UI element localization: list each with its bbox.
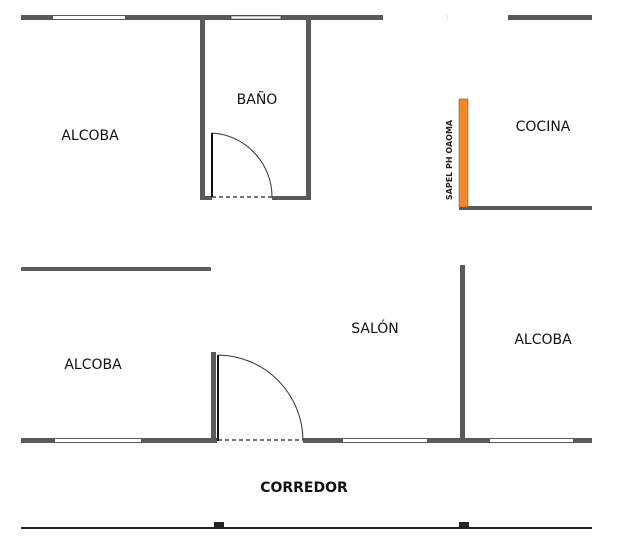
corridor-wall: [21, 527, 592, 529]
bedroom-wall: [211, 352, 216, 442]
kitchen-wall-note: SAPEL PH OAOMA: [445, 119, 454, 200]
window: [55, 439, 141, 442]
bathroom-wall-left: [200, 20, 205, 200]
bathroom-wall-bottom: [200, 196, 212, 200]
bathroom-wall-right: [306, 20, 311, 200]
room-label-bedroom: ALCOBA: [61, 128, 119, 144]
window: [383, 15, 508, 20]
room-label-corridor: CORREDOR: [260, 480, 348, 496]
bottom-wall: [303, 438, 592, 443]
kitchen-accent-wall: [458, 98, 469, 208]
walls: [21, 15, 592, 529]
bathroom-wall-bottom: [272, 196, 311, 200]
room-label-bedroom: ALCOBA: [514, 332, 572, 348]
room-label-living: SALÓN: [351, 319, 399, 337]
bathroom-door[interactable]: [211, 132, 273, 198]
column: [459, 522, 469, 528]
top-wall: [21, 15, 592, 20]
window: [343, 439, 427, 442]
column: [214, 522, 224, 528]
kitchen-wall-bottom: [459, 206, 592, 210]
middle-wall: [21, 267, 211, 271]
room-label-kitchen: COCINA: [516, 119, 571, 135]
window: [53, 16, 125, 19]
bedroom-door[interactable]: [217, 354, 304, 441]
window: [230, 15, 282, 20]
living-wall: [460, 265, 465, 440]
room-label-bedroom: ALCOBA: [64, 357, 122, 373]
window: [490, 439, 573, 442]
room-label-bathroom: BAÑO: [237, 91, 278, 108]
